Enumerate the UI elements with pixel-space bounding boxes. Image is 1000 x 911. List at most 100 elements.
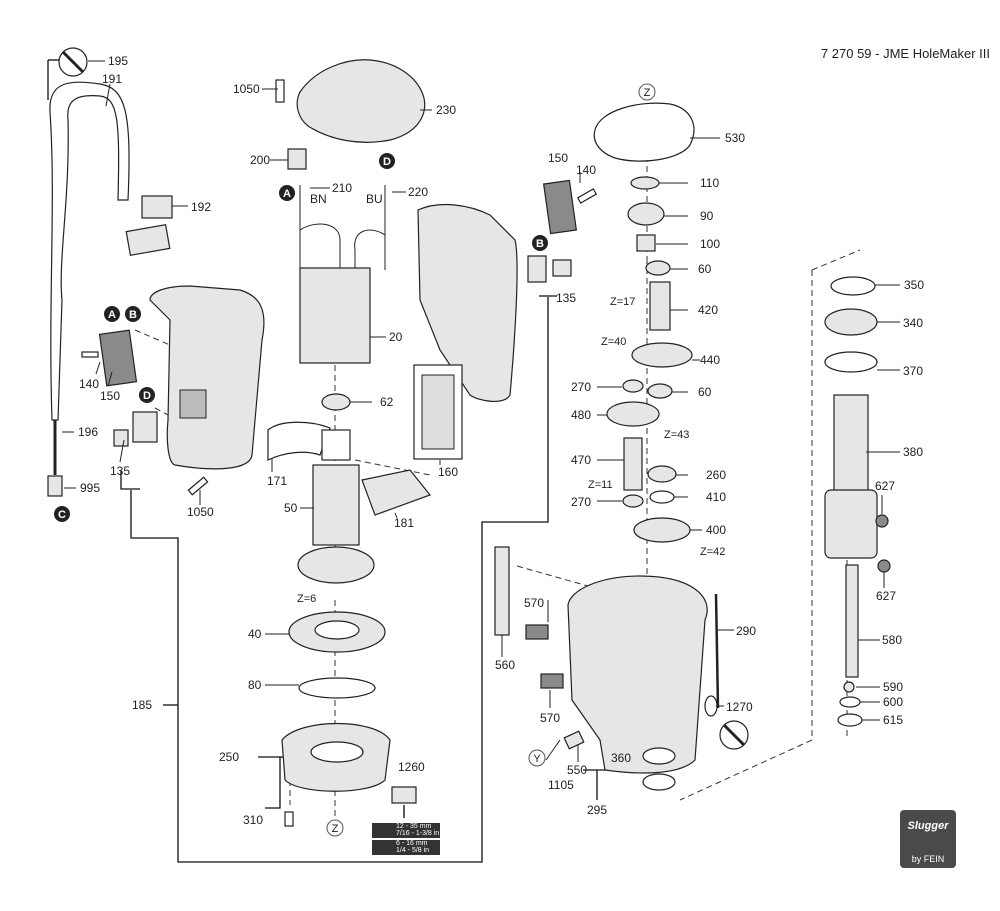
label-135-right: 135: [556, 291, 576, 305]
label-580: 580: [882, 633, 902, 647]
rating-row-2: 6 - 16 mm 1/4 - 5/8 in: [372, 840, 440, 855]
label-140-right: 140: [576, 163, 596, 177]
label-150-left: 150: [100, 389, 120, 403]
brush-200: [287, 148, 307, 170]
label-200: 200: [250, 153, 270, 167]
prohibited-sign-1270: [719, 720, 749, 750]
brand-logo-name: Slugger: [907, 820, 949, 832]
label-160: 160: [438, 465, 458, 479]
label-270-upper: 270: [571, 380, 591, 394]
bearing-62: [321, 393, 351, 411]
bearing-plate-40-hole: [314, 620, 360, 640]
svg-text:A: A: [108, 309, 116, 321]
label-20: 20: [389, 330, 403, 344]
bearing-60-lower: [647, 383, 673, 399]
armature-50: [312, 464, 360, 546]
label-1260: 1260: [398, 760, 425, 774]
label-181: 181: [394, 516, 414, 530]
tooth-z6: Z=6: [297, 593, 316, 605]
label-590: 590: [883, 680, 903, 694]
label-60-upper: 60: [698, 262, 712, 276]
shaft-470: [623, 437, 643, 491]
brush-holder-210: [299, 185, 341, 270]
label-1105: 1105: [548, 778, 574, 792]
badge-z-bottom: Z: [326, 819, 344, 837]
label-80: 80: [248, 678, 262, 692]
screw-140-left: [81, 351, 99, 358]
badge-y: Y: [528, 749, 546, 767]
label-570-lower: 570: [540, 711, 560, 725]
label-627-upper: 627: [875, 479, 895, 493]
washer-600: [839, 696, 861, 708]
spring-plate-80: [298, 677, 376, 699]
svg-text:B: B: [536, 238, 544, 250]
label-220: 220: [408, 185, 428, 199]
label-310: 310: [243, 813, 263, 827]
switch-150-right: [542, 179, 578, 235]
rail-560: [494, 546, 510, 636]
circlip-350: [830, 276, 876, 296]
screw-627-lower: [877, 559, 891, 573]
tooth-z42: Z=42: [700, 546, 725, 558]
rating-row-2-mm: 6 - 16 mm: [396, 840, 428, 847]
label-60-lower: 60: [698, 385, 712, 399]
fan-wheel: [297, 546, 375, 584]
badge-d-left: D: [139, 387, 155, 403]
svg-text:Y: Y: [533, 753, 541, 765]
label-1270: 1270: [726, 700, 753, 714]
capacitor-135-right: [527, 255, 572, 283]
bearing-90: [627, 202, 665, 226]
label-150-right: 150: [548, 151, 568, 165]
rating-label: 12 - 35 mm 7/16 - 1-3/8 in 6 - 16 mm 1/4…: [372, 823, 440, 856]
cover-250-hole: [310, 741, 364, 763]
badge-d-brush: D: [379, 153, 395, 169]
label-470: 470: [571, 453, 591, 467]
screw-1050-lower: [187, 476, 209, 496]
wire-label-bn: BN: [310, 192, 327, 206]
washer-410: [649, 490, 675, 504]
ball-590: [843, 681, 855, 693]
gear-case: [567, 575, 708, 774]
label-110: 110: [700, 176, 719, 190]
label-210: 210: [332, 181, 352, 195]
brand-logo: Slugger by FEIN: [900, 810, 956, 868]
spindle-380-body: [824, 489, 878, 559]
gear-440: [631, 342, 693, 368]
svg-text:Z: Z: [332, 823, 339, 835]
capacitor-135-left: [113, 411, 158, 447]
label-600: 600: [883, 695, 903, 709]
label-270-lower: 270: [571, 495, 591, 509]
label-480: 480: [571, 408, 591, 422]
label-40: 40: [248, 627, 262, 641]
pin-310: [284, 811, 294, 827]
brand-logo-sub: by FEIN: [911, 854, 945, 864]
tooth-z17: Z=17: [610, 296, 635, 308]
label-440: 440: [700, 353, 720, 367]
svg-text:Z: Z: [644, 87, 651, 99]
circlip-615: [837, 713, 863, 727]
prohibited-sign-195: [58, 47, 88, 77]
bearing-270-upper: [622, 379, 644, 393]
label-1050-lower: 1050: [187, 505, 214, 519]
svg-text:C: C: [58, 509, 66, 521]
badge-a-brush: A: [279, 185, 295, 201]
screw-140-right: [576, 188, 598, 204]
circlip-370: [824, 351, 878, 373]
label-400: 400: [706, 523, 726, 537]
spring-100: [636, 234, 656, 252]
bearing-60-upper: [645, 260, 671, 276]
leader-lines: [62, 60, 900, 762]
badge-b-right: B: [532, 235, 548, 251]
cover-150-left: [98, 329, 138, 387]
label-370: 370: [903, 364, 923, 378]
badge-b-left: B: [125, 306, 141, 322]
gear-400: [633, 517, 691, 543]
bracket-181: [361, 469, 431, 516]
label-340: 340: [903, 316, 923, 330]
svg-text:A: A: [283, 188, 291, 200]
label-260: 260: [706, 468, 726, 482]
label-550: 550: [567, 763, 587, 777]
label-570-upper: 570: [524, 596, 544, 610]
rating-row-1-mm: 12 - 35 mm: [396, 823, 432, 830]
